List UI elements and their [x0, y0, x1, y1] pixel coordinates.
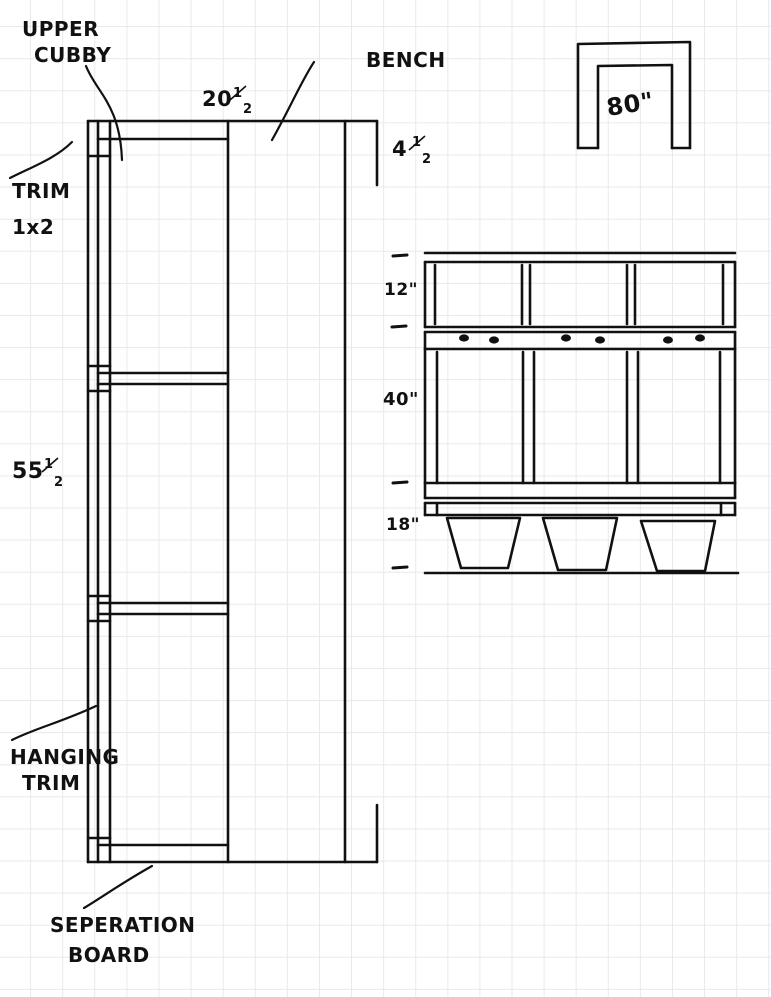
dim-elev-hanging: 40"	[383, 389, 419, 410]
dim-tick-top	[391, 253, 409, 258]
dim-side-depth-whole: 20	[202, 87, 232, 111]
basket	[445, 516, 522, 570]
hook-icon	[489, 336, 499, 344]
label-separation-board-line1: SEPERATION	[50, 913, 196, 937]
basket	[541, 516, 619, 572]
dim-bench-thickness-denominator: 2	[422, 152, 432, 167]
dim-plan-width: 80"	[605, 87, 656, 122]
dim-elev-bench-to-floor: 18"	[386, 515, 420, 535]
hook-icon	[561, 334, 571, 342]
dim-side-height-denominator: 2	[54, 475, 64, 490]
fraction-bar-bench-thickness	[408, 135, 426, 151]
leader-bench	[270, 60, 316, 142]
label-trim-line2: 1x2	[12, 215, 54, 239]
label-bench: BENCH	[366, 48, 446, 72]
dim-side-height-numerator: 1	[44, 457, 54, 472]
dim-side-height-whole: 55	[12, 459, 44, 484]
label-upper-cubby-line1: UPPER	[22, 17, 99, 41]
plan-view	[576, 40, 692, 150]
leader-lines	[8, 60, 316, 910]
fraction-bar-side-depth	[229, 85, 247, 101]
leader-hanging-trim	[10, 704, 98, 742]
dim-bench-thickness-whole: 4	[392, 137, 407, 161]
hook-icon	[595, 336, 605, 344]
dim-tick-40-18	[391, 480, 409, 485]
plan-inner-bracket	[596, 63, 674, 150]
label-separation-board-line2: BOARD	[68, 943, 150, 967]
side-section-view	[86, 119, 379, 864]
plan-outer-bracket	[576, 40, 692, 150]
label-upper-cubby-line2: CUBBY	[34, 43, 111, 67]
label-trim-line1: TRIM	[12, 179, 70, 203]
leader-trim	[8, 140, 74, 180]
leader-upper-cubby	[84, 64, 124, 162]
dim-tick-floor	[391, 565, 409, 570]
label-hanging-trim-line2: TRIM	[22, 771, 80, 795]
label-hanging-trim-line1: HANGING	[10, 745, 119, 769]
hook-group	[459, 334, 705, 344]
hook-icon	[459, 334, 469, 342]
hook-icon	[695, 334, 705, 342]
dim-elev-upper-cubby: 12"	[384, 280, 418, 300]
fraction-bar-side-height	[41, 457, 59, 473]
dim-tick-12-40	[390, 324, 408, 329]
hook-icon	[663, 336, 673, 344]
basket	[639, 519, 717, 573]
elevation-dimension-ticks	[390, 253, 409, 570]
leader-separation-board	[82, 864, 154, 910]
front-elevation-view	[423, 251, 740, 575]
dim-side-depth-denominator: 2	[243, 102, 253, 117]
